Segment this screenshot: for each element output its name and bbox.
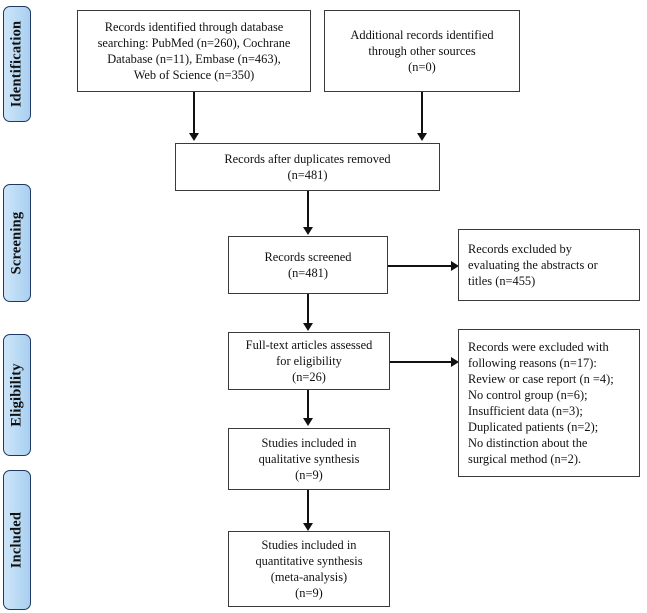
connector-screened-to-fulltext (307, 294, 309, 324)
stage-identification: Identification (3, 6, 31, 122)
box-records-excluded-fulltext: Records were excluded with following rea… (458, 329, 640, 477)
arrowhead-fulltext-to-qualitative (303, 418, 313, 426)
box-duplicates-removed: Records after duplicates removed (n=481) (175, 143, 440, 191)
stage-identification-label: Identification (8, 20, 25, 108)
connector-qualitative-to-quantitative (307, 490, 309, 524)
arrowhead-qualitative-to-quantitative (303, 523, 313, 531)
stage-eligibility-label: Eligibility (8, 363, 25, 427)
arrowhead-screened-to-fulltext (303, 323, 313, 331)
box-duplicates-removed-text: Records after duplicates removed (n=481) (224, 151, 391, 182)
arrowhead-duplicates-to-screened (303, 227, 313, 235)
box-records-screened: Records screened (n=481) (228, 236, 388, 294)
arrowhead-other-sources-to-duplicates (417, 133, 427, 141)
stage-screening: Screening (3, 184, 31, 302)
box-other-sources: Additional records identified through ot… (324, 10, 520, 92)
box-qualitative-synthesis-text: Studies included in qualitative synthesi… (258, 435, 360, 483)
stage-eligibility: Eligibility (3, 334, 31, 456)
box-database-search-text: Records identified through database sear… (97, 19, 291, 83)
box-records-excluded-screening: Records excluded by evaluating the abstr… (458, 229, 640, 301)
box-other-sources-text: Additional records identified through ot… (350, 27, 494, 75)
arrowhead-screened-to-excluded (451, 261, 459, 271)
box-records-excluded-fulltext-text: Records were excluded with following rea… (468, 339, 614, 467)
box-records-screened-text: Records screened (n=481) (264, 249, 352, 280)
connector-other-sources-to-duplicates (421, 92, 423, 134)
connector-database-search-to-duplicates (193, 92, 195, 134)
connector-screened-to-excluded (388, 265, 452, 267)
box-quantitative-synthesis-text: Studies included in quantitative synthes… (255, 537, 363, 601)
box-records-excluded-screening-text: Records excluded by evaluating the abstr… (468, 241, 598, 289)
box-qualitative-synthesis: Studies included in qualitative synthesi… (228, 428, 390, 490)
box-fulltext-assessed-text: Full-text articles assessed for eligibil… (245, 337, 373, 385)
stage-included: Included (3, 470, 31, 610)
box-fulltext-assessed: Full-text articles assessed for eligibil… (228, 332, 390, 390)
arrowhead-fulltext-to-excluded (451, 357, 459, 367)
stage-included-label: Included (8, 511, 25, 569)
stage-screening-label: Screening (8, 211, 25, 275)
connector-duplicates-to-screened (307, 191, 309, 228)
box-database-search: Records identified through database sear… (77, 10, 311, 92)
arrowhead-database-search-to-duplicates (189, 133, 199, 141)
connector-fulltext-to-excluded (390, 361, 452, 363)
box-quantitative-synthesis: Studies included in quantitative synthes… (228, 531, 390, 607)
connector-fulltext-to-qualitative (307, 390, 309, 419)
